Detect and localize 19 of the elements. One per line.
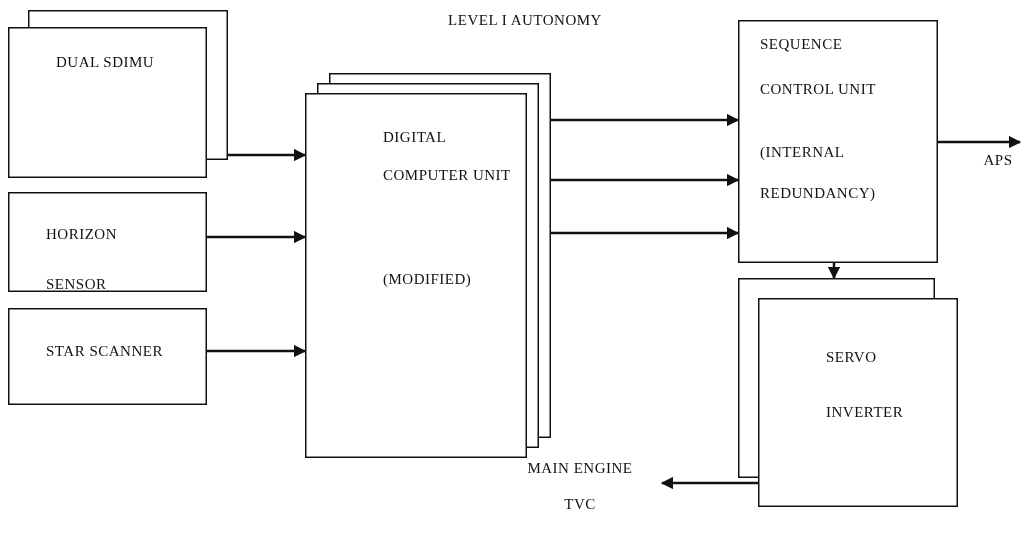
process-box	[738, 20, 939, 264]
stacked-box	[738, 278, 959, 508]
process-box	[8, 192, 208, 293]
box-label: STAR SCANNER	[46, 342, 164, 361]
edge-label: MAIN ENGINE TVC	[526, 459, 634, 514]
box-label: (MODIFIED)	[383, 270, 473, 289]
arrow	[660, 476, 758, 490]
stacked-box	[305, 73, 552, 459]
process-box	[8, 308, 208, 406]
box-label: (INTERNAL REDUNDANCY)	[760, 143, 877, 203]
arrow	[827, 263, 841, 280]
box-label: DIGITAL COMPUTER UNIT	[383, 128, 512, 185]
box-label: DUAL SDIMU	[56, 53, 156, 72]
stacked-box	[8, 10, 229, 179]
box-label: SEQUENCE CONTROL UNIT	[760, 35, 877, 99]
diagram-title: LEVEL I AUTONOMY	[447, 12, 603, 29]
arrow	[938, 135, 1022, 149]
box-label: SERVO INVERTER	[826, 348, 905, 422]
box-label: HORIZON SENSOR	[46, 225, 118, 294]
